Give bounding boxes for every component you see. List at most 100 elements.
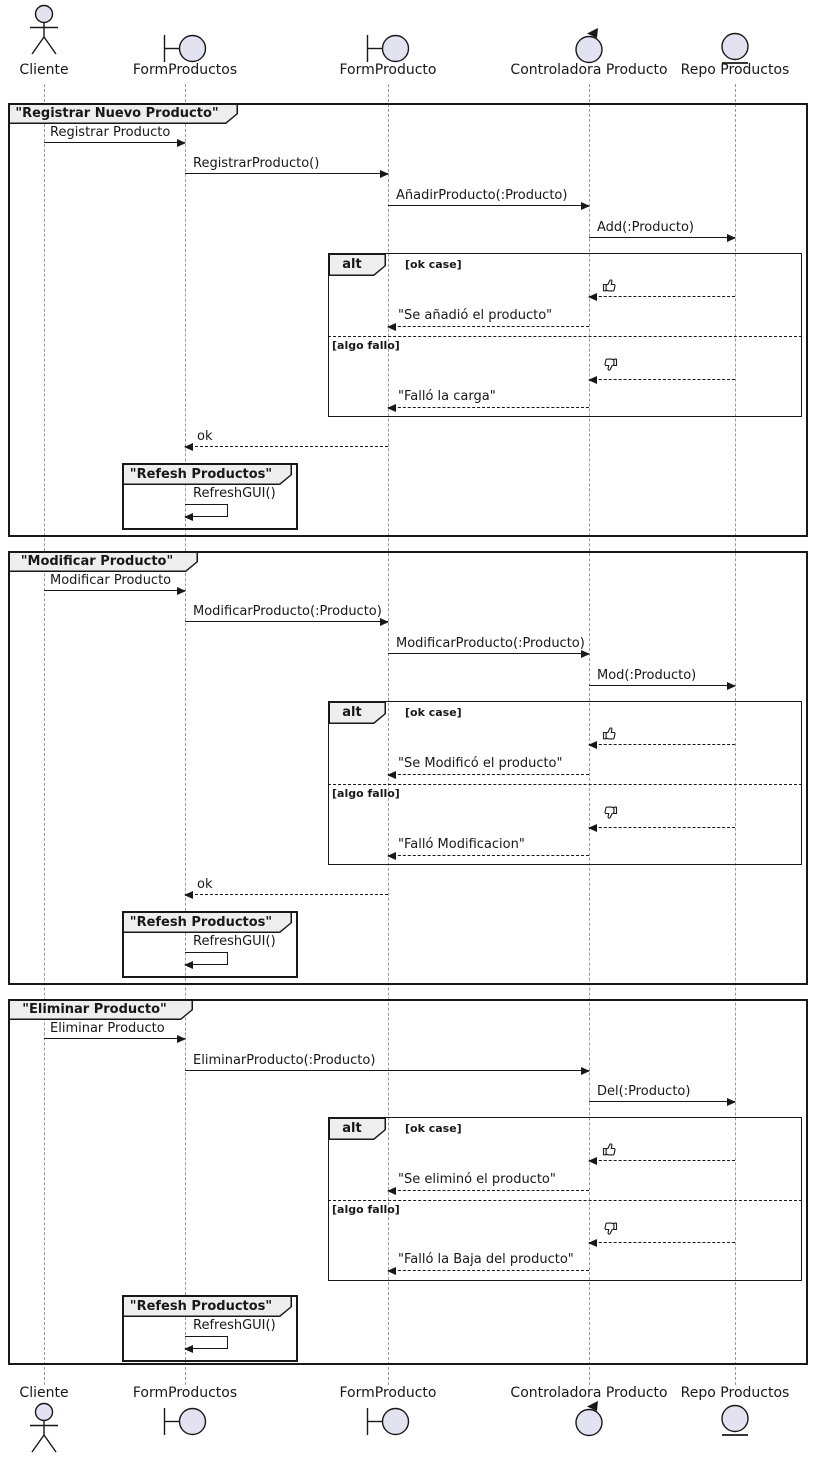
self-message-label: RefreshGUI() bbox=[193, 1318, 276, 1333]
alt-operator: alt bbox=[342, 705, 362, 720]
message-arrow bbox=[44, 586, 186, 595]
actor-icon bbox=[26, 1402, 62, 1460]
return-arrow bbox=[387, 403, 589, 412]
lifeline-formproductos bbox=[185, 84, 186, 1385]
arrowhead bbox=[588, 740, 597, 749]
thumbs-up-icon bbox=[602, 725, 618, 741]
participant-formproductos-label-bottom: FormProductos bbox=[132, 1385, 238, 1401]
return-arrow bbox=[184, 442, 388, 451]
frame-title-tab: "Eliminar Producto" bbox=[8, 999, 193, 1020]
frame-title: "Modificar Producto" bbox=[20, 554, 174, 569]
return-arrow bbox=[387, 1186, 589, 1195]
self-message-arrow bbox=[184, 1336, 228, 1353]
message-label: "Se añadió el producto" bbox=[398, 308, 553, 323]
boundary-icon bbox=[162, 1406, 208, 1437]
alt-fragment bbox=[328, 253, 802, 417]
return-arrow bbox=[387, 322, 589, 331]
frame-title: "Refesh Productos" bbox=[129, 466, 273, 482]
control-icon bbox=[572, 27, 606, 64]
message-label: EliminarProducto(:Producto) bbox=[193, 1053, 376, 1068]
return-arrow bbox=[588, 1156, 735, 1165]
return-arrow bbox=[387, 851, 589, 860]
arrowhead bbox=[177, 138, 186, 147]
message-label: Registrar Producto bbox=[50, 125, 171, 140]
message-label: "Se eliminó el producto" bbox=[398, 1172, 556, 1187]
boundary-icon bbox=[162, 33, 208, 64]
participant-repo-label-bottom: Repo Productos bbox=[680, 1385, 790, 1401]
arrowhead bbox=[380, 617, 389, 626]
frame-modificar-producto bbox=[8, 551, 808, 985]
arrowhead bbox=[588, 375, 597, 384]
participant-controladora-label-bottom: Controladora Producto bbox=[510, 1385, 668, 1401]
message-arrow bbox=[388, 649, 590, 658]
boundary-icon bbox=[365, 1406, 411, 1437]
alt-fragment bbox=[328, 701, 802, 865]
guard-ok-case: [ok case] bbox=[405, 706, 462, 719]
message-label: ModificarProducto(:Producto) bbox=[193, 604, 382, 619]
arrowhead bbox=[727, 233, 736, 242]
message-label: "Se Modificó el producto" bbox=[398, 756, 563, 771]
alt-operator-tab: alt bbox=[328, 701, 386, 724]
arrowhead bbox=[581, 1066, 590, 1075]
arrowhead bbox=[387, 1266, 396, 1275]
message-label: "Falló la Baja del producto" bbox=[398, 1252, 574, 1267]
boundary-icon bbox=[365, 33, 411, 64]
actor-icon bbox=[26, 4, 62, 62]
arrowhead bbox=[177, 586, 186, 595]
frame-eliminar-producto bbox=[8, 999, 808, 1365]
arrowhead bbox=[184, 960, 193, 969]
guard-algo-fallo: [algo fallo] bbox=[332, 339, 400, 352]
return-arrow bbox=[588, 375, 735, 384]
arrowhead bbox=[588, 1238, 597, 1247]
arrowhead bbox=[727, 681, 736, 690]
thumbs-up-icon bbox=[602, 1141, 618, 1157]
participant-formproductos-label-top: FormProductos bbox=[132, 62, 238, 78]
arrowhead bbox=[588, 823, 597, 832]
arrowhead bbox=[184, 1344, 193, 1353]
return-arrow bbox=[184, 890, 388, 899]
thumbs-down-icon bbox=[602, 357, 618, 373]
message-label: AñadirProducto(:Producto) bbox=[396, 188, 568, 203]
arrowhead bbox=[387, 403, 396, 412]
frame-title-tab: "Refesh Productos" bbox=[122, 911, 292, 933]
section-divider bbox=[328, 1200, 802, 1201]
frame-title: "Registrar Nuevo Producto" bbox=[15, 106, 219, 121]
lifeline-cliente bbox=[44, 84, 45, 1385]
message-arrow bbox=[44, 1034, 186, 1043]
return-label: ok bbox=[197, 877, 213, 892]
message-label: Del(:Producto) bbox=[597, 1084, 691, 1099]
section-divider bbox=[328, 336, 802, 337]
arrowhead bbox=[387, 851, 396, 860]
return-arrow bbox=[588, 823, 735, 832]
message-label: ModificarProducto(:Producto) bbox=[396, 636, 585, 651]
frame-title: "Refesh Productos" bbox=[129, 914, 273, 930]
message-label: Add(:Producto) bbox=[597, 220, 695, 235]
guard-algo-fallo: [algo fallo] bbox=[332, 1203, 400, 1216]
section-divider bbox=[328, 784, 802, 785]
arrowhead bbox=[184, 890, 193, 899]
alt-operator: alt bbox=[342, 1121, 362, 1136]
arrowhead bbox=[387, 322, 396, 331]
participant-repo-label-top: Repo Productos bbox=[680, 62, 790, 78]
message-label: RegistrarProducto() bbox=[193, 156, 320, 171]
message-arrow bbox=[589, 681, 736, 690]
return-arrow bbox=[387, 1266, 589, 1275]
message-label: Eliminar Producto bbox=[50, 1021, 165, 1036]
self-message-arrow bbox=[184, 952, 228, 969]
frame-title-tab: "Refesh Productos" bbox=[122, 463, 292, 485]
arrowhead bbox=[581, 201, 590, 210]
participant-cliente-label-top: Cliente bbox=[19, 62, 69, 78]
alt-fragment bbox=[328, 1117, 802, 1281]
guard-ok-case: [ok case] bbox=[405, 258, 462, 271]
self-message-label: RefreshGUI() bbox=[193, 934, 276, 949]
message-arrow bbox=[185, 1066, 590, 1075]
thumbs-down-icon bbox=[602, 1221, 618, 1237]
message-label: "Falló Modificacion" bbox=[398, 837, 525, 852]
message-label: Modificar Producto bbox=[50, 573, 172, 588]
arrowhead bbox=[588, 1156, 597, 1165]
message-arrow bbox=[185, 617, 389, 626]
message-arrow bbox=[589, 1097, 736, 1106]
message-arrow bbox=[44, 138, 186, 147]
arrowhead bbox=[380, 169, 389, 178]
